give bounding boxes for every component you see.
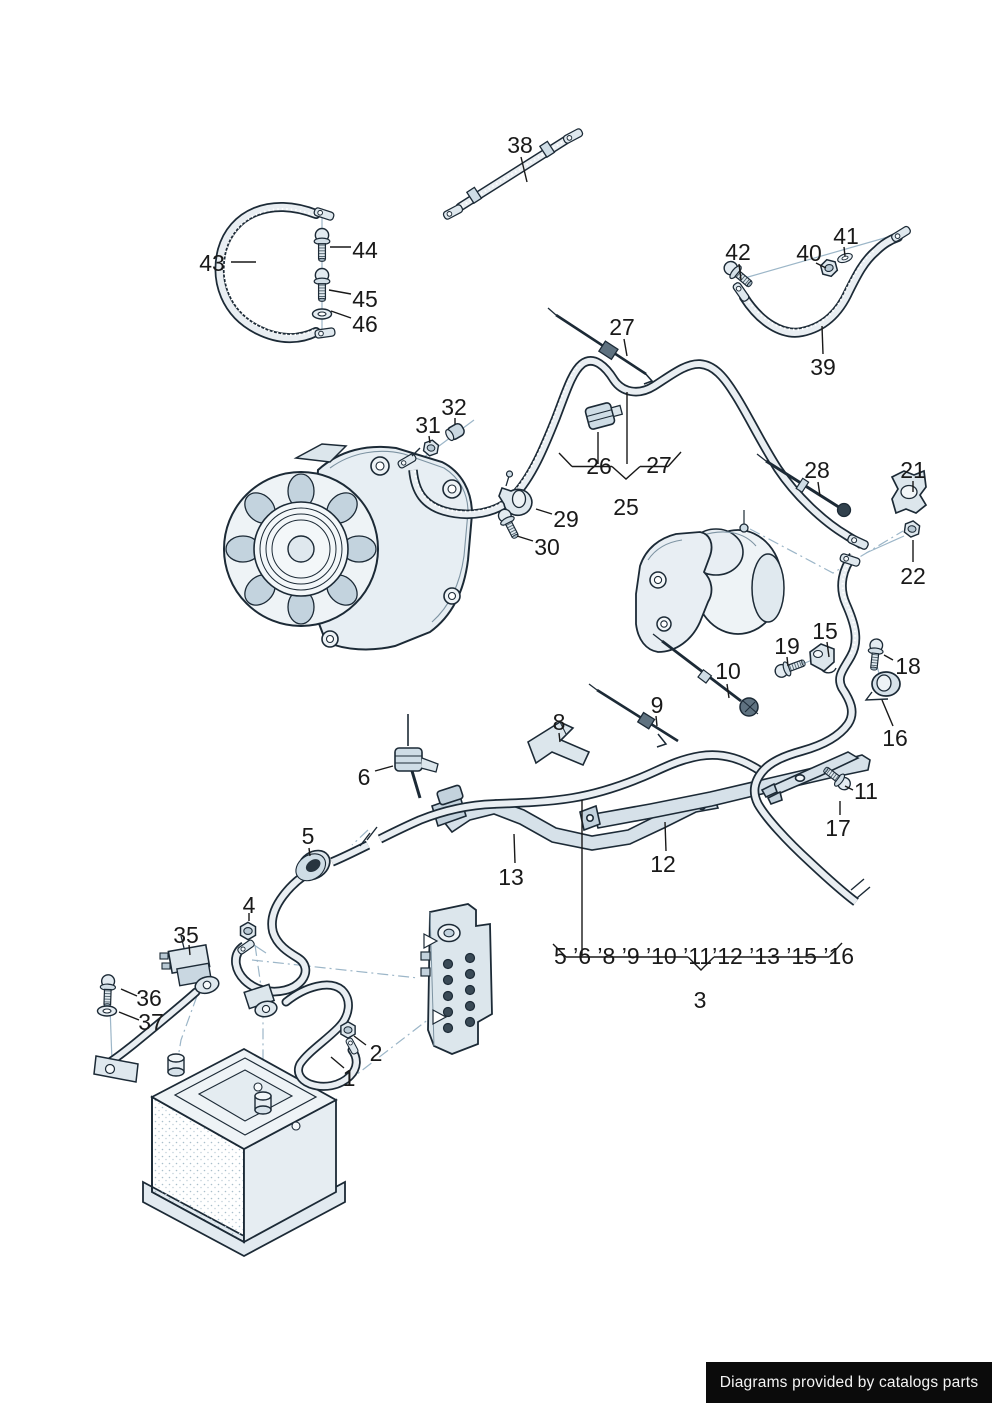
attribution-text: Diagrams provided by catalogs parts bbox=[719, 1373, 979, 1391]
battery-illustration bbox=[142, 1047, 346, 1258]
attribution-bar: Diagrams provided by catalogs parts bbox=[706, 1362, 992, 1403]
battery-positive-cable-1 bbox=[243, 980, 361, 1091]
cable-39 bbox=[731, 224, 913, 338]
leader-lines bbox=[118, 156, 914, 1069]
fuse-box-illustration bbox=[420, 903, 493, 1055]
starter-illustration bbox=[635, 510, 785, 653]
reference-lines bbox=[108, 211, 905, 1110]
ground-strap-43 bbox=[214, 201, 336, 344]
jumper-cable-38 bbox=[441, 127, 585, 221]
alternator-illustration bbox=[223, 443, 474, 651]
main-harness-cable bbox=[231, 356, 871, 997]
fasteners bbox=[96, 227, 928, 1039]
bracket-11-illustration bbox=[760, 751, 860, 805]
bracket-13-illustration bbox=[431, 784, 720, 851]
battery-negative-cable-35 bbox=[93, 935, 220, 1083]
